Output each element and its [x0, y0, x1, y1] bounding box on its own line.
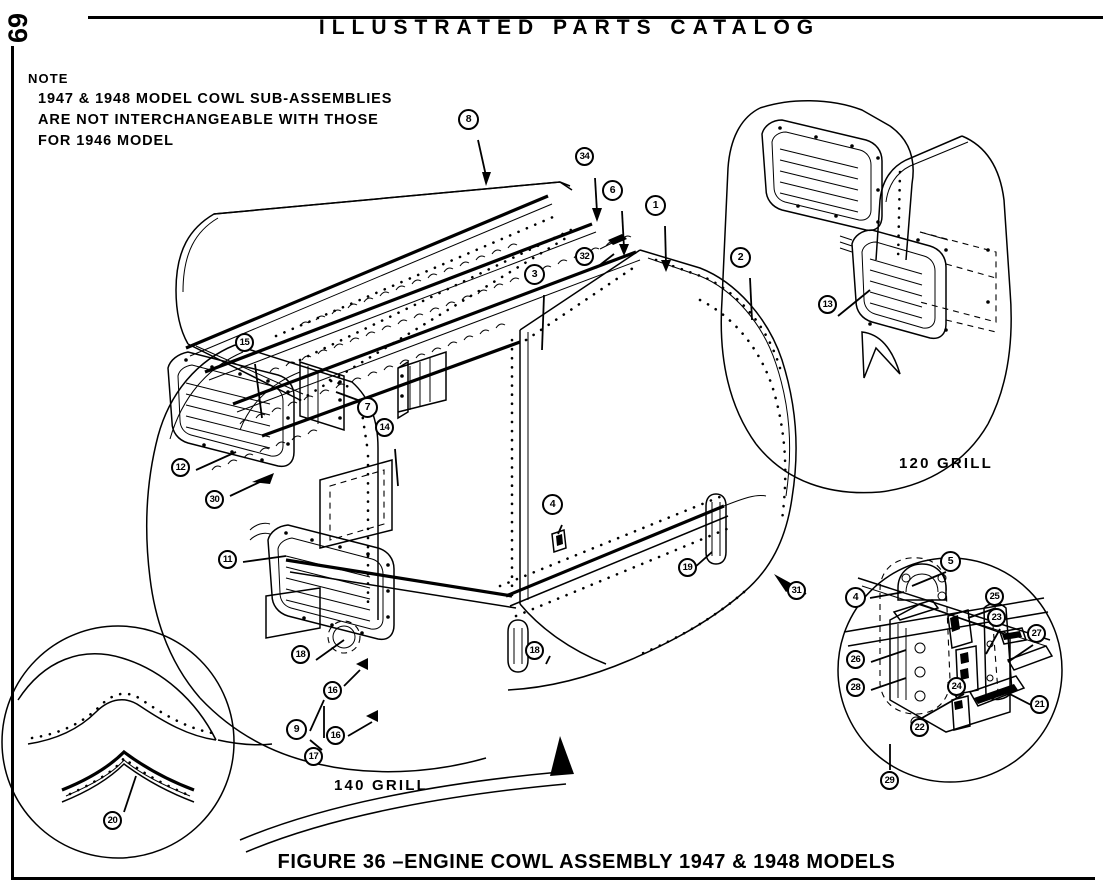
callout-bubble-31[interactable]: 31 — [787, 581, 806, 600]
callout-bubble-26[interactable]: 26 — [846, 650, 865, 669]
callout-bubble-17[interactable]: 17 — [304, 747, 323, 766]
callout-bubble-5[interactable]: 5 — [940, 551, 961, 572]
callout-bubble-18b[interactable]: 18 — [525, 641, 544, 660]
page-top-rule — [88, 16, 1103, 19]
callout-bubble-20[interactable]: 20 — [103, 811, 122, 830]
callout-bubble-18[interactable]: 18 — [291, 645, 310, 664]
callout-bubble-15[interactable]: 15 — [235, 333, 254, 352]
callout-bubble-2[interactable]: 2 — [730, 247, 751, 268]
callout-bubble-12[interactable]: 12 — [171, 458, 190, 477]
callout-bubble-16[interactable]: 16 — [323, 681, 342, 700]
callout-bubble-25[interactable]: 25 — [985, 587, 1004, 606]
callout-bubble-7[interactable]: 7 — [357, 397, 378, 418]
callout-bubble-3[interactable]: 3 — [524, 264, 545, 285]
note-line-2: ARE NOT INTERCHANGEABLE WITH THOSE — [38, 111, 379, 128]
callout-bubble-1[interactable]: 1 — [645, 195, 666, 216]
callout-bubble-22[interactable]: 22 — [910, 718, 929, 737]
callout-bubble-21[interactable]: 21 — [1030, 695, 1049, 714]
callout-bubble-30[interactable]: 30 — [205, 490, 224, 509]
callout-bubble-16b[interactable]: 16 — [326, 726, 345, 745]
callout-bubble-6[interactable]: 6 — [602, 180, 623, 201]
callout-bubble-14[interactable]: 14 — [375, 418, 394, 437]
callout-bubble-4b[interactable]: 4 — [845, 587, 866, 608]
figure-caption: FIGURE 36 –ENGINE COWL ASSEMBLY 1947 & 1… — [277, 851, 896, 873]
note-title: NOTE — [28, 71, 69, 86]
callout-bubble-28[interactable]: 28 — [846, 678, 865, 697]
callout-bubble-4[interactable]: 4 — [542, 494, 563, 515]
running-header: ILLUSTRATED PARTS CATALOG — [318, 16, 821, 39]
note-block: NOTE 1947 & 1948 MODEL COWL SUB-ASSEMBLI… — [28, 70, 392, 152]
callout-bubble-34[interactable]: 34 — [575, 147, 594, 166]
callout-bubble-24[interactable]: 24 — [947, 677, 966, 696]
note-line-3: FOR 1946 MODEL — [38, 132, 174, 149]
callout-bubble-13[interactable]: 13 — [818, 295, 837, 314]
grill-140-label: 140 GRILL — [334, 777, 428, 794]
page-frame-border — [11, 46, 1095, 880]
callout-bubble-29[interactable]: 29 — [880, 771, 899, 790]
note-line-1: 1947 & 1948 MODEL COWL SUB-ASSEMBLIES — [38, 90, 393, 107]
callout-bubble-27[interactable]: 27 — [1027, 624, 1046, 643]
callout-bubble-9[interactable]: 9 — [286, 719, 307, 740]
callout-bubble-19[interactable]: 19 — [678, 558, 697, 577]
grill-120-label: 120 GRILL — [899, 455, 993, 472]
callout-bubble-11[interactable]: 11 — [218, 550, 237, 569]
callout-bubble-8[interactable]: 8 — [458, 109, 479, 130]
callout-bubble-23[interactable]: 23 — [987, 608, 1006, 627]
callout-bubble-32[interactable]: 32 — [575, 247, 594, 266]
